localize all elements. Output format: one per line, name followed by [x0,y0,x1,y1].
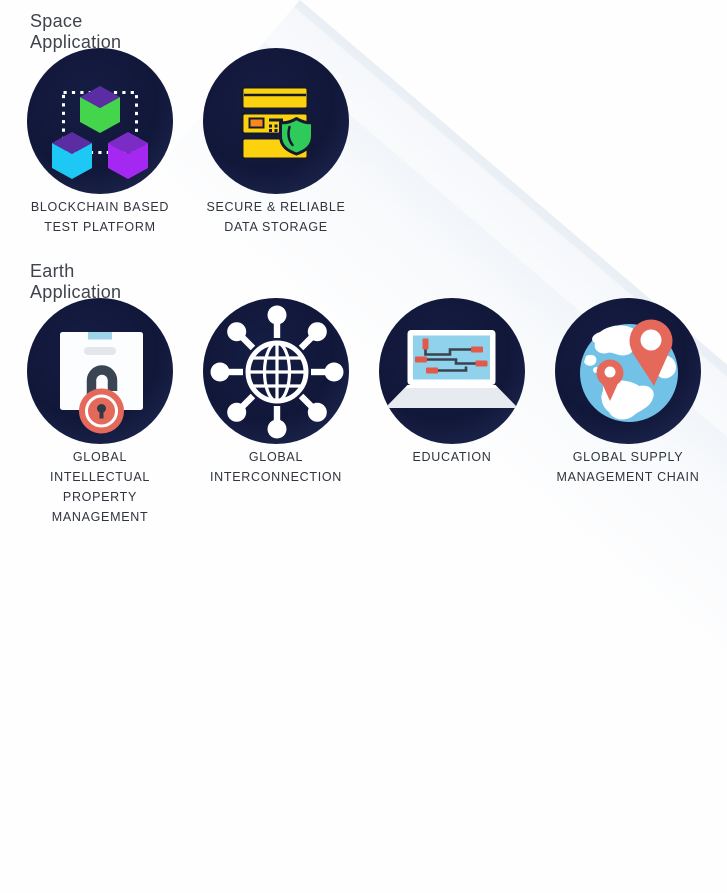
card-label: GLOBAL SUPPLY MANAGEMENT CHAIN [557,447,700,487]
label-line: MANAGEMENT [51,510,149,524]
laptop-flowchart-icon [385,330,518,408]
label-line: BLOCKCHAIN BASED [30,200,170,214]
label-line: DATA STORAGE [224,220,328,234]
space-application-row: BLOCKCHAIN BASED TEST PLATFORM [12,48,364,237]
card-ip-management: GLOBAL INTELLECTUAL PROPERTY MANAGEMENT [12,298,188,527]
ip-management-tile[interactable] [27,298,173,444]
blockchain-tile[interactable] [27,48,173,194]
label-line: GLOBAL [72,450,128,464]
earth-application-heading: Earth Application [30,261,122,302]
interconnection-tile[interactable] [203,298,349,444]
education-tile[interactable] [379,298,525,444]
label-line: SECURE & RELIABLE [206,200,346,214]
label-line: GLOBAL SUPPLY [572,450,684,464]
globe-network-icon [210,305,344,439]
database-shield-icon [240,85,314,161]
card-global-interconnection: GLOBAL INTERCONNECTION [188,298,364,527]
card-label: SECURE & RELIABLE DATA STORAGE [206,197,345,237]
label-line: INTERCONNECTION [209,470,343,484]
label-line: PROPERTY [62,490,138,504]
data-storage-tile[interactable] [203,48,349,194]
card-secure-data-storage: SECURE & RELIABLE DATA STORAGE [188,48,364,237]
card-label: GLOBAL INTERCONNECTION [210,447,342,487]
label-line: MANAGEMENT CHAIN [556,470,700,484]
earth-application-row: GLOBAL INTELLECTUAL PROPERTY MANAGEMENT [12,298,716,527]
blockchain-cubes-icon [52,86,148,179]
card-label: GLOBAL INTELLECTUAL PROPERTY MANAGEMENT [50,447,150,527]
document-lock-icon [60,332,143,434]
card-blockchain-test-platform: BLOCKCHAIN BASED TEST PLATFORM [12,48,188,237]
label-line: GLOBAL [248,450,304,464]
card-supply-chain: GLOBAL SUPPLY MANAGEMENT CHAIN [540,298,716,527]
supply-chain-tile[interactable] [555,298,701,444]
label-line: EDUCATION [412,450,492,464]
card-education: EDUCATION [364,298,540,527]
small-pin [596,359,624,401]
label-line: INTELLECTUAL [49,470,151,484]
earth-location-pins-icon [580,319,678,422]
label-line: TEST PLATFORM [44,220,156,234]
space-application-heading: Space Application [30,11,122,52]
card-label: EDUCATION [413,447,492,467]
card-label: BLOCKCHAIN BASED TEST PLATFORM [31,197,169,237]
large-pin [629,319,673,386]
